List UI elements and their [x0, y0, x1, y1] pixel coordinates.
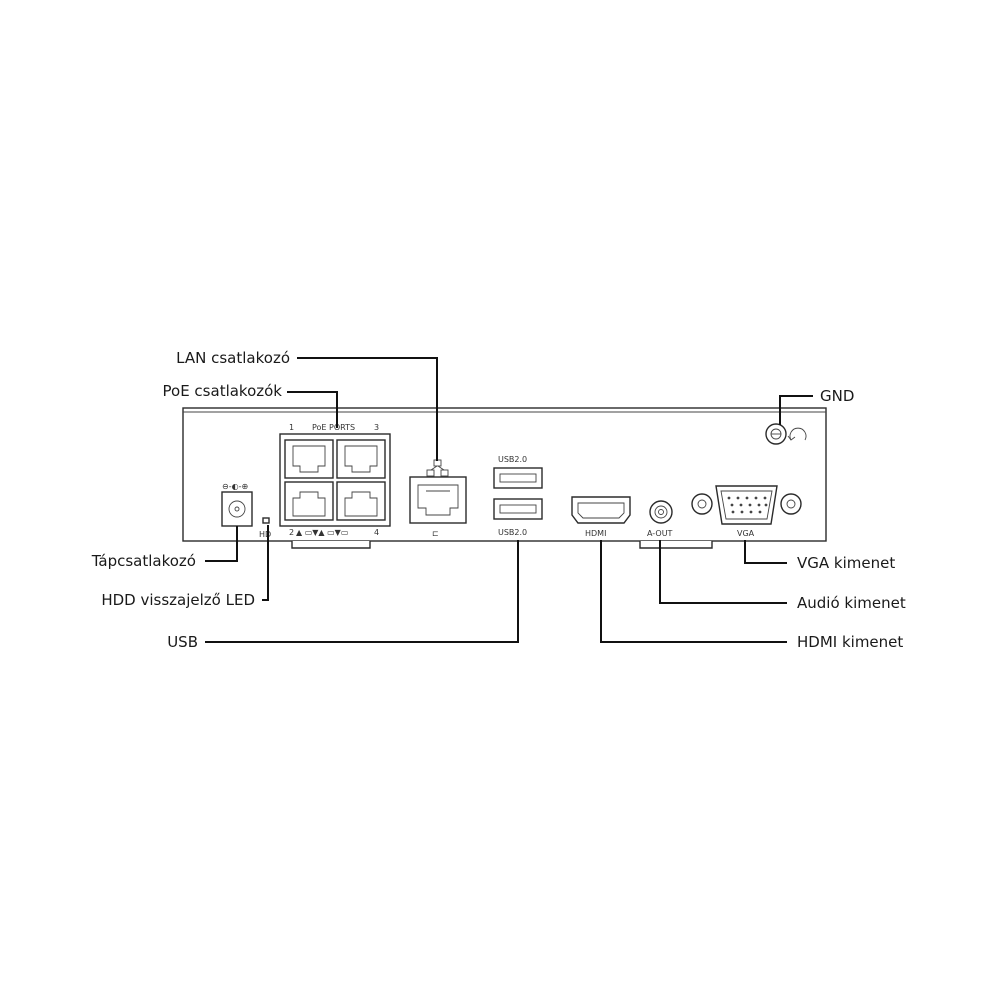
audio-label: A-OUT [647, 529, 673, 538]
rj45-port-icon [284, 439, 334, 479]
leader-lines [205, 357, 813, 643]
usb-port-bottom [493, 498, 543, 520]
callout-lan: LAN csatlakozó [176, 349, 290, 367]
svg-text:⊏: ⊏ [432, 529, 439, 538]
vga-pins [727, 496, 768, 514]
callout-audio: Audió kimenet [797, 594, 906, 612]
callout-hdd-led: HDD visszajelző LED [101, 591, 255, 609]
usb-ports: USB2.0 USB2.0 [493, 455, 543, 537]
vga-label: VGA [737, 529, 755, 538]
poe-ports-label: PoE PORTS [312, 423, 355, 432]
callout-vga: VGA kimenet [797, 554, 895, 572]
hdd-led: HD [259, 517, 271, 539]
usb-port-top [493, 467, 543, 489]
hdmi-label: HDMI [585, 529, 606, 538]
power-connector: ⊖-◐-⊕ [221, 482, 253, 527]
chassis-foot-right [639, 541, 713, 549]
rj45-port-icon [336, 481, 386, 521]
callout-hdmi: HDMI kimenet [797, 633, 903, 651]
power-polarity-icon: ⊖-◐-⊕ [222, 482, 248, 491]
leader-lan [297, 357, 438, 461]
leader-audio [659, 540, 787, 604]
chassis-foot-left [291, 541, 371, 549]
leader-vga [744, 540, 787, 564]
poe-port-1-number: 1 [289, 423, 294, 432]
usb-top-label: USB2.0 [498, 455, 527, 464]
network-icon [426, 459, 449, 477]
callout-power: Tápcsatlakozó [91, 552, 196, 570]
leader-hdmi [600, 540, 787, 643]
lan-port: ⊏ [409, 459, 467, 538]
audio-out-port: A-OUT [647, 500, 673, 538]
poe-port-2-number: 2 [289, 528, 294, 537]
poe-port-3-number: 3 [374, 423, 379, 432]
poe-led-markers: ▲ ▭▼▲ ▭▼▭ [296, 528, 348, 537]
usb-bottom-label: USB2.0 [498, 528, 527, 537]
hdd-label: HD [259, 530, 271, 539]
poe-port-4-number: 4 [374, 528, 379, 537]
ground-screw [765, 423, 807, 445]
rj45-port-icon [284, 481, 334, 521]
callout-gnd: GND [820, 387, 854, 405]
callout-poe: PoE csatlakozók [163, 382, 283, 400]
leader-poe [287, 391, 338, 428]
callout-usb: USB [167, 633, 198, 651]
poe-ports: PoE PORTS 1 3 2 4 ▲ ▭▼▲ ▭▼▭ [279, 423, 391, 537]
rj45-port-icon [336, 439, 386, 479]
leader-gnd [779, 395, 813, 425]
vga-port: VGA [691, 485, 802, 538]
hdmi-port: HDMI [571, 496, 631, 538]
leader-power [205, 526, 238, 562]
callout-labels: LAN csatlakozó PoE csatlakozók GND Tápcs… [91, 349, 906, 651]
leader-usb [205, 540, 519, 643]
leader-hdd-led [262, 525, 269, 601]
